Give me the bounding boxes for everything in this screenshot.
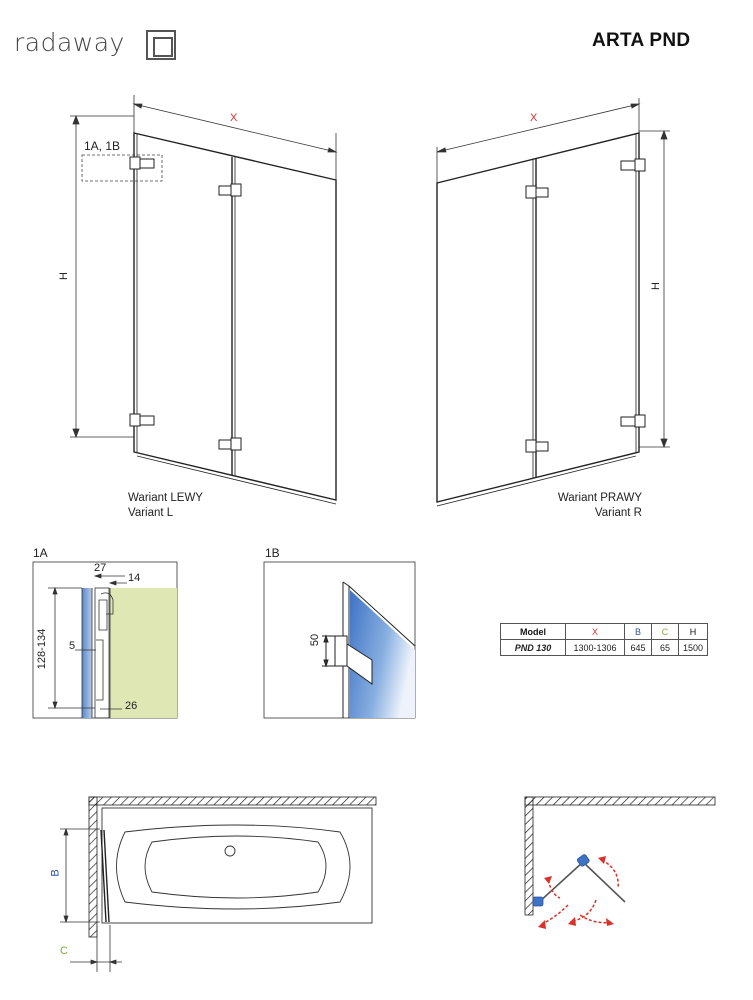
brand-logo-icon xyxy=(146,30,176,60)
product-title: ARTA PND xyxy=(592,30,691,51)
spec-table: Model X B C H PND 130 1300-1306 645 65 1… xyxy=(500,623,708,656)
detail-1a-dim-offset: 5 xyxy=(69,640,76,652)
table-row: PND 130 1300-1306 645 65 1500 xyxy=(500,639,708,656)
dim-x-right: X xyxy=(530,112,538,124)
detail-1b-label: 1B xyxy=(265,546,280,560)
spec-cell-c: 65 xyxy=(651,639,679,656)
variant-left-label: Wariant LEWY Variant L xyxy=(128,491,203,521)
detail-1a-dim-right: 14 xyxy=(128,572,141,584)
detail-1a-label: 1A xyxy=(33,546,48,560)
variant-left-line1: Wariant LEWY xyxy=(128,492,203,504)
spec-header-h: H xyxy=(678,623,708,640)
variant-right-line1: Wariant PRAWY xyxy=(557,492,642,504)
dim-x-left: X xyxy=(230,112,238,124)
brand-logo-text: radaway xyxy=(14,28,125,57)
plan-dim-c: C xyxy=(60,945,68,957)
detail-callout-label: 1A, 1B xyxy=(84,139,121,153)
spec-header-b: B xyxy=(624,623,652,640)
variant-right-line2: Variant R xyxy=(594,507,642,519)
spec-cell-b: 645 xyxy=(624,639,652,656)
variant-right-label: Wariant PRAWY Variant R xyxy=(548,491,642,521)
spec-cell-x: 1300-1306 xyxy=(565,639,625,656)
spec-cell-h: 1500 xyxy=(678,639,708,656)
spec-header-x: X xyxy=(565,623,625,640)
detail-1a-dim-bottom: 26 xyxy=(125,700,138,712)
detail-1a-dim-top: 27 xyxy=(94,562,107,574)
variant-left-line2: Variant L xyxy=(128,507,174,519)
spec-table-header-row: Model X B C H xyxy=(500,623,708,640)
